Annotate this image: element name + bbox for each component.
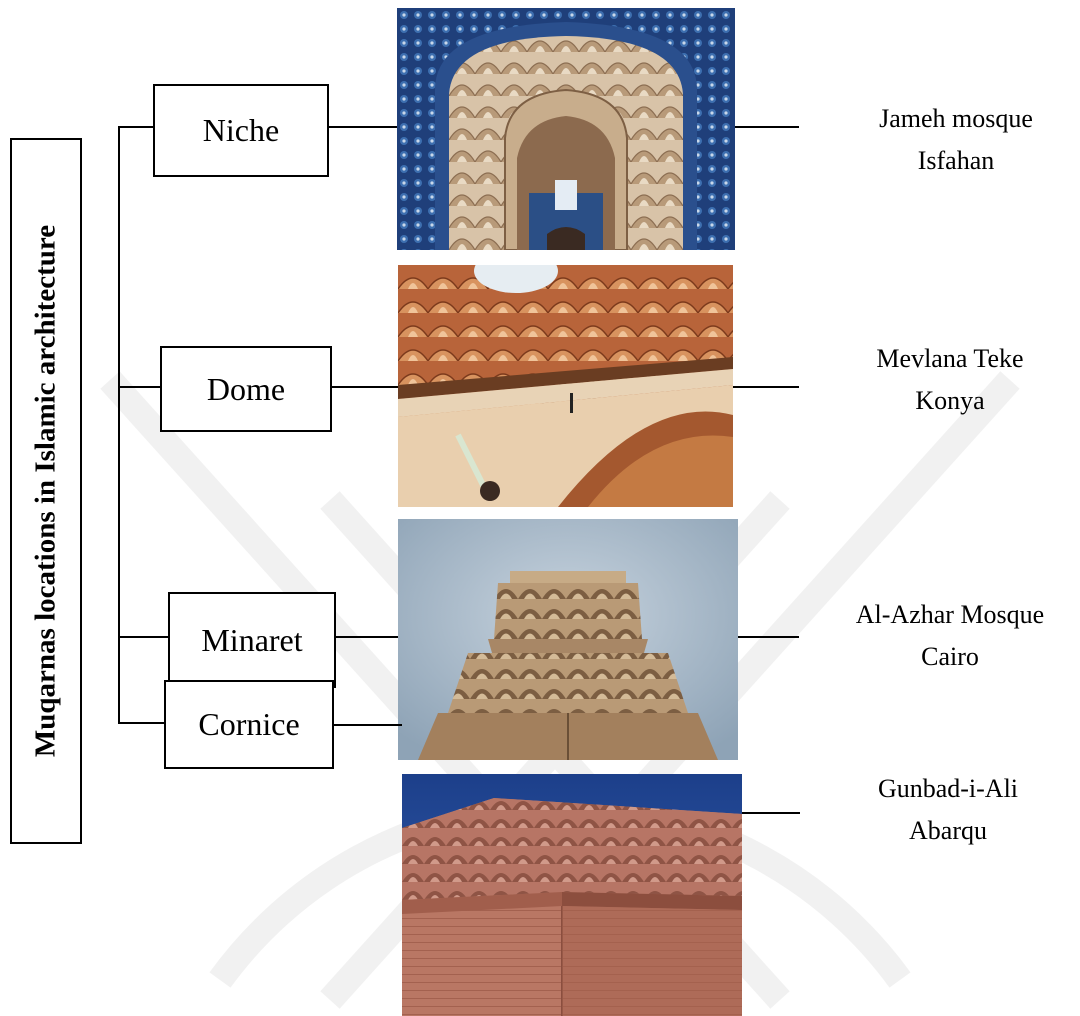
photo-cornice — [402, 774, 742, 1016]
connector-dome-photo — [332, 386, 398, 388]
place-city: Konya — [915, 386, 985, 415]
place-label-minaret: Al-Azhar Mosque Cairo — [820, 594, 1080, 678]
category-label: Niche — [202, 112, 280, 148]
connector-minaret-label — [738, 636, 799, 638]
place-name: Mevlana Teke — [876, 344, 1024, 373]
diagram-title-box: Muqarnas locations in Islamic architectu… — [10, 138, 82, 844]
place-name: Al-Azhar Mosque — [855, 600, 1045, 629]
place-label-niche: Jameh mosque Isfahan — [826, 98, 1080, 182]
connector-cornice-photo — [334, 724, 402, 726]
category-box-niche: Niche — [153, 84, 329, 177]
diagram-title: Muqarnas locations in Islamic architectu… — [29, 224, 62, 758]
place-label-dome: Mevlana Teke Konya — [820, 338, 1080, 422]
place-city: Abarqu — [909, 816, 987, 845]
branch-line-cornice — [118, 722, 164, 724]
place-name: Gunbad-i-Ali — [877, 774, 1019, 803]
photo-dome — [398, 265, 733, 507]
trunk-top-stub — [118, 126, 154, 128]
minaret-muqarnas-photo — [398, 519, 738, 760]
connector-cornice-label — [742, 812, 800, 814]
category-label: Dome — [206, 370, 286, 407]
connector-dome-label — [733, 386, 799, 388]
place-label-cornice: Gunbad-i-Ali Abarqu — [818, 768, 1078, 852]
connector-niche-photo — [329, 126, 397, 128]
place-city: Cairo — [921, 642, 979, 671]
dome-muqarnas-photo — [398, 265, 733, 507]
branch-line-minaret — [118, 636, 168, 638]
category-label: Minaret — [201, 621, 303, 658]
branch-line-dome — [118, 386, 160, 388]
category-box-cornice: Cornice — [164, 680, 334, 769]
place-name: Jameh mosque — [879, 104, 1033, 133]
photo-niche — [397, 8, 735, 250]
iwan-muqarnas-photo — [397, 8, 735, 250]
connector-minaret-photo — [336, 636, 398, 638]
connector-niche-label — [735, 126, 799, 128]
category-box-dome: Dome — [160, 346, 332, 432]
trunk-line — [118, 126, 120, 724]
category-box-minaret: Minaret — [168, 592, 336, 688]
tower-cornice-photo — [402, 774, 742, 1016]
category-label: Cornice — [198, 706, 300, 742]
place-city: Isfahan — [917, 146, 995, 175]
photo-minaret — [398, 519, 738, 760]
